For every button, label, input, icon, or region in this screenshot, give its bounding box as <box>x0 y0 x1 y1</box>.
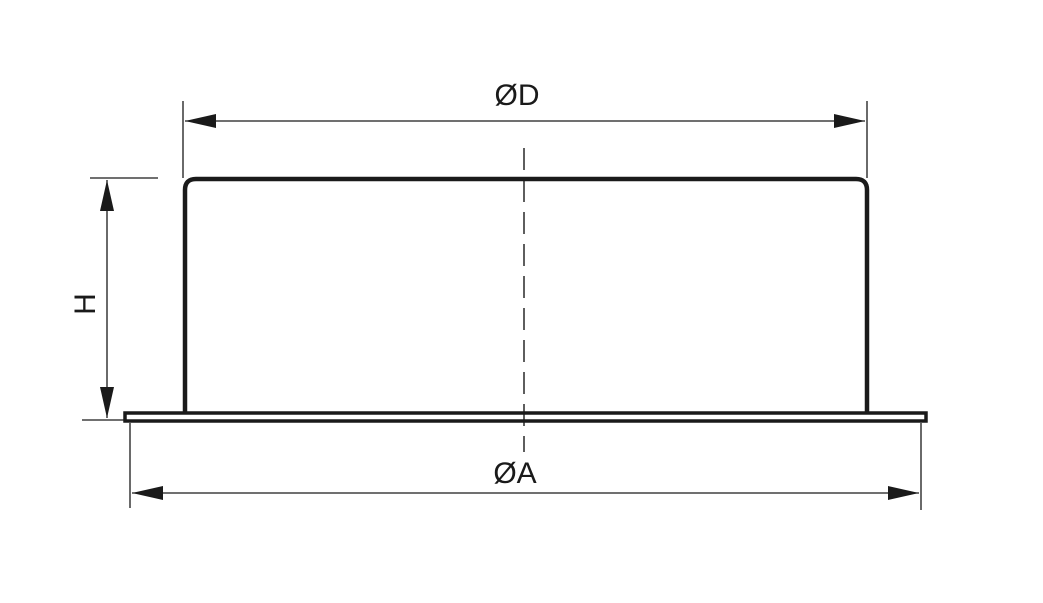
dimension-h: H <box>69 177 158 421</box>
cylinder-body-outline <box>182 176 870 412</box>
base-flange-plate <box>123 411 928 423</box>
dimension-a: ØA <box>129 423 922 510</box>
label-diameter-d: ØD <box>495 79 540 112</box>
dimension-d: ØD <box>182 79 868 178</box>
arrowhead-h-top <box>100 180 114 211</box>
label-diameter-a: ØA <box>493 457 536 490</box>
arrowhead-d-right <box>834 114 865 128</box>
arrowhead-a-right <box>888 486 919 500</box>
label-height-h: H <box>69 293 102 315</box>
arrowhead-h-bottom <box>100 387 114 418</box>
arrowhead-a-left <box>132 486 163 500</box>
arrowhead-d-left <box>185 114 216 128</box>
